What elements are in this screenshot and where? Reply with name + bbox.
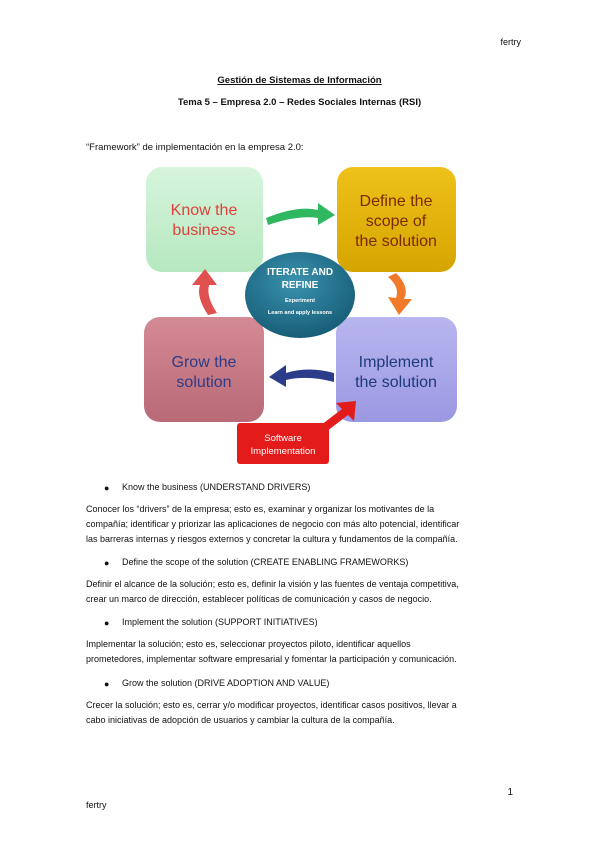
svg-text:Know the: Know the: [171, 202, 238, 219]
doc-title: Gestión de Sistemas de Información: [217, 75, 382, 86]
svg-text:business: business: [172, 222, 235, 239]
doc-subtitle: Tema 5 – Empresa 2.0 – Redes Sociales In…: [177, 97, 422, 108]
arrow-top-icon: [266, 203, 335, 225]
bullet-dot-icon: ●: [104, 558, 110, 568]
svg-text:ITERATE AND: ITERATE AND: [267, 267, 333, 278]
svg-text:Define the: Define the: [360, 193, 433, 210]
svg-text:solution: solution: [176, 374, 231, 391]
svg-text:Learn and apply lessons: Learn and apply lessons: [268, 310, 332, 316]
paragraph-grow-solution: Crecer la solución; esto es, cerrar y/o …: [86, 700, 457, 725]
bullet-dot-icon: ●: [104, 618, 110, 628]
svg-text:the solution: the solution: [355, 374, 437, 391]
bullet-dot-icon: ●: [104, 679, 110, 689]
center-iterate-refine: ITERATE AND REFINE Experiment Learn and …: [245, 252, 355, 338]
footer-author: fertry: [86, 800, 107, 810]
paragraph-implement-solution: Implementar la solución; esto es, selecc…: [86, 639, 457, 664]
svg-text:Experiment: Experiment: [285, 298, 315, 304]
bullet-dot-icon: ●: [104, 483, 110, 493]
svg-text:Grow the: Grow the: [172, 354, 237, 371]
box-know-business: Know the business: [146, 167, 263, 272]
svg-text:Implement: Implement: [359, 354, 434, 371]
arrow-right-icon: [388, 273, 412, 315]
framework-diagram: Know the business Define the scope of th…: [138, 163, 462, 468]
box-grow-solution: Grow the solution: [144, 317, 264, 422]
header-author: fertry: [500, 37, 521, 47]
intro-text: “Framework” de implementación en la empr…: [86, 142, 304, 153]
box-software-implementation: Software Implementation: [237, 423, 329, 464]
paragraph-define-scope: Definir el alcance de la solución; esto …: [86, 579, 459, 604]
box-implement-solution: Implement the solution: [336, 317, 457, 422]
svg-text:scope of: scope of: [366, 213, 427, 230]
svg-text:Implementation: Implementation: [251, 446, 316, 457]
svg-text:Software: Software: [264, 433, 302, 444]
svg-text:REFINE: REFINE: [282, 280, 319, 291]
page-number: 1: [507, 787, 513, 798]
arrow-left-icon: [192, 269, 217, 315]
box-define-scope: Define the scope of the solution: [337, 167, 456, 272]
svg-text:the solution: the solution: [355, 233, 437, 250]
paragraph-know-business: Conocer los “drivers” de la empresa; est…: [86, 504, 460, 544]
arrow-bottom-icon: [269, 365, 334, 387]
